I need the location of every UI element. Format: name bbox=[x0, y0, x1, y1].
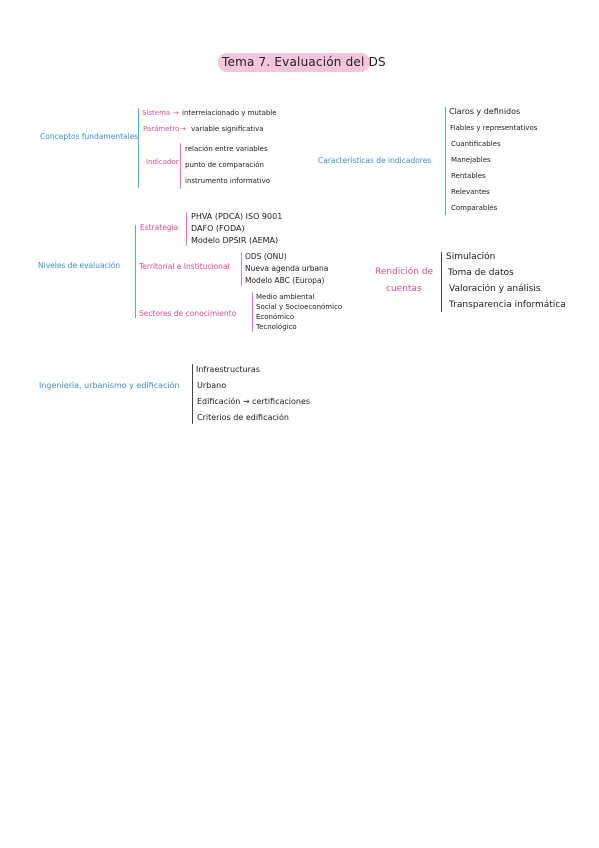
sistema-label: Sistema bbox=[142, 109, 171, 117]
parametro-value: variable significativa bbox=[191, 125, 264, 133]
caracteristica-item: Cuantificables bbox=[451, 140, 501, 148]
rendicion-item: Toma de datos bbox=[448, 268, 514, 278]
caracteristica-item: Rentables bbox=[451, 172, 486, 180]
territorial-label: Territorial e Institucional bbox=[139, 262, 230, 271]
indicador-item: relación entre variables bbox=[185, 145, 268, 153]
conceptos-label: Conceptos fundamentales bbox=[40, 132, 139, 141]
indicador-item: instrumento informativo bbox=[185, 177, 271, 185]
niveles-label: Niveles de evaluación bbox=[38, 261, 121, 270]
territorial-item: Modelo ABC (Europa) bbox=[245, 276, 325, 285]
ingenieria-brace bbox=[192, 364, 193, 424]
ingenieria-label: Ingeniería, urbanismo y edificación bbox=[39, 381, 180, 390]
indicador-brace bbox=[180, 143, 181, 189]
conceptos-brace bbox=[138, 108, 139, 188]
sistema-arrow: → bbox=[173, 109, 179, 117]
indicador-label: Indicador bbox=[146, 158, 179, 166]
ingenieria-item: Edificación → certificaciones bbox=[197, 397, 311, 406]
page-title: Tema 7. Evaluación del DS bbox=[222, 55, 386, 69]
territorial-item: ODS (ONU) bbox=[245, 252, 287, 261]
parametro-arrow: → bbox=[180, 125, 186, 133]
caracteristicas-label: Características de indicadores bbox=[318, 156, 432, 165]
sistema-value: interrelacionado y mutable bbox=[182, 109, 277, 117]
rendicion-item: Simulación bbox=[446, 252, 496, 262]
ingenieria-item: Urbano bbox=[197, 381, 227, 390]
rendicion-item: Valoración y análisis bbox=[449, 284, 541, 294]
indicador-item: punto de comparación bbox=[185, 161, 264, 169]
estrategia-item: DAFO (FODA) bbox=[191, 224, 245, 233]
parametro-label: Parámetro bbox=[143, 125, 180, 133]
sector-item: Medio ambiental bbox=[256, 293, 315, 301]
caracteristica-item: Claros y definidos bbox=[449, 107, 521, 116]
estrategia-item: PHVA (PDCA) ISO 9001 bbox=[191, 212, 283, 221]
ingenieria-item: Criterios de edificación bbox=[197, 413, 289, 422]
sector-item: Económico bbox=[256, 313, 295, 321]
estrategia-brace bbox=[186, 212, 187, 246]
rendicion-label-line1: Rendición de bbox=[375, 267, 434, 277]
rendicion-label-line2: cuentas bbox=[386, 284, 422, 294]
caracteristica-item: Fiables y representativos bbox=[450, 124, 538, 132]
estrategia-label: Estrategia bbox=[140, 223, 179, 232]
rendicion-brace bbox=[441, 252, 442, 312]
niveles-brace bbox=[135, 225, 136, 318]
caracteristica-item: Relevantes bbox=[451, 188, 490, 196]
sectores-label: Sectores de conocimiento bbox=[139, 309, 237, 318]
rendicion-item: Transparencia informática bbox=[449, 300, 566, 310]
ingenieria-item: Infraestructuras bbox=[196, 365, 260, 374]
territorial-item: Nueva agenda urbana bbox=[245, 264, 329, 273]
title-highlight bbox=[218, 53, 370, 72]
sector-item: Social y Socioeconómico bbox=[256, 303, 343, 311]
estrategia-item: Modelo DPSIR (AEMA) bbox=[191, 236, 279, 245]
caracteristica-item: Manejables bbox=[451, 156, 491, 164]
territorial-brace bbox=[241, 252, 242, 286]
sector-item: Tecnológico bbox=[256, 323, 297, 331]
caracteristicas-brace bbox=[445, 107, 446, 215]
sectores-brace bbox=[252, 292, 253, 332]
caracteristica-item: Comparables bbox=[451, 204, 498, 212]
